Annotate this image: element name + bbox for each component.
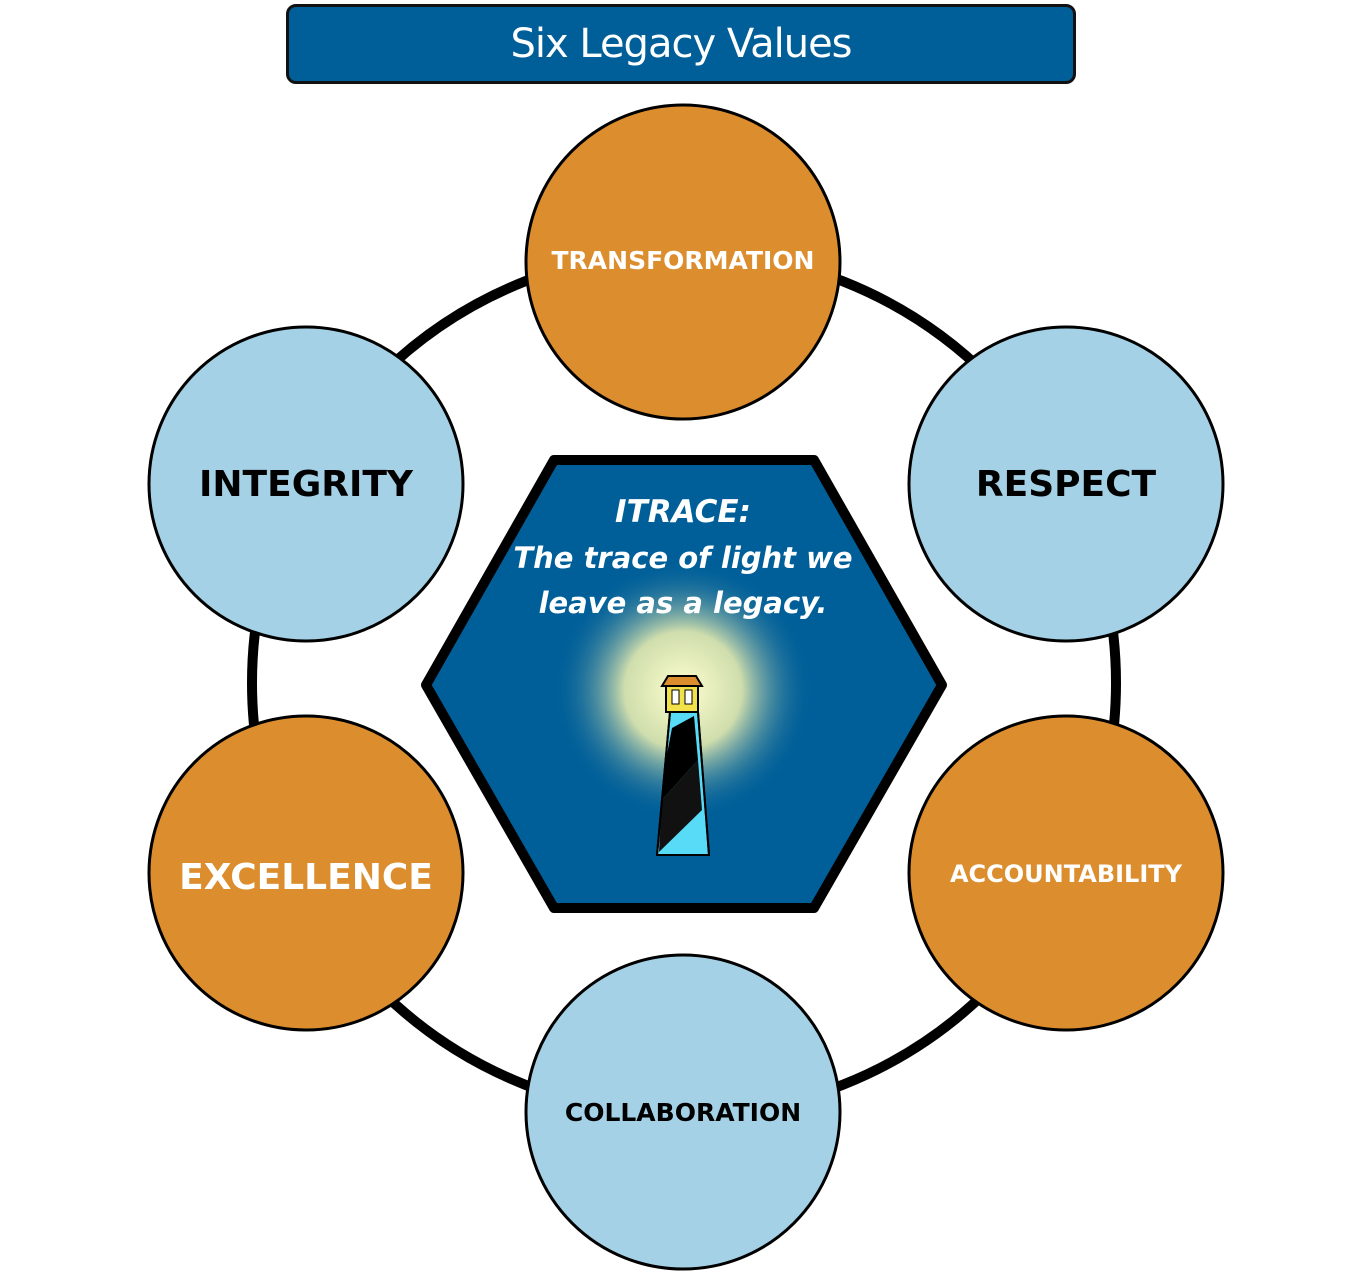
value-label: RESPECT (976, 464, 1157, 505)
value-label: EXCELLENCE (179, 857, 433, 898)
value-node-respect: RESPECT (907, 325, 1225, 643)
center-line-3: leave as a legacy. (539, 586, 828, 620)
center-title: ITRACE: (615, 494, 751, 530)
value-node-transformation: TRANSFORMATION (524, 103, 842, 421)
title-bar: Six Legacy Values (286, 4, 1076, 84)
value-node-accountability: ACCOUNTABILITY (907, 714, 1225, 1032)
value-label: COLLABORATION (565, 1098, 801, 1127)
value-label: TRANSFORMATION (552, 246, 815, 275)
center-line-2: The trace of light we (513, 541, 852, 575)
value-label: ACCOUNTABILITY (950, 860, 1183, 888)
value-node-integrity: INTEGRITY (147, 325, 465, 643)
value-node-collaboration: COLLABORATION (524, 953, 842, 1271)
diagram-title: Six Legacy Values (510, 21, 852, 67)
value-node-excellence: EXCELLENCE (147, 714, 465, 1032)
lighthouse-icon (655, 675, 711, 856)
value-label: INTEGRITY (199, 464, 414, 505)
